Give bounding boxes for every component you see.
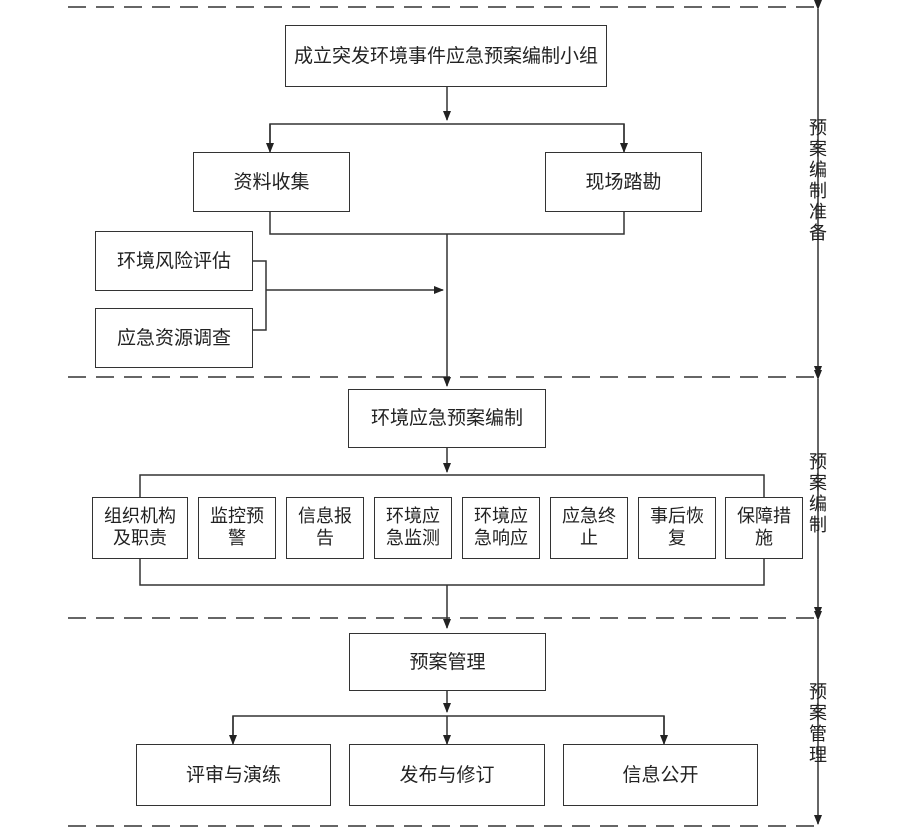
stage2-side-label: 预案编制 bbox=[809, 452, 827, 536]
content-item-line: 复 bbox=[668, 528, 686, 549]
publish-revise-box: 发布与修订 bbox=[349, 744, 545, 806]
content-item: 应急终 止 bbox=[550, 497, 628, 559]
content-item-line: 组织机构 bbox=[104, 506, 176, 528]
review-drill-box: 评审与演练 bbox=[136, 744, 331, 806]
resource-survey-box: 应急资源调查 bbox=[95, 308, 253, 368]
form-team-box: 成立突发环境事件应急预案编制小组 bbox=[285, 25, 607, 87]
content-item-line: 急监测 bbox=[386, 528, 440, 549]
stage1-side-label: 预案编制准备 bbox=[809, 118, 827, 244]
content-item-line: 告 bbox=[316, 528, 334, 549]
content-item-line: 环境应 bbox=[474, 506, 528, 528]
content-item-line: 施 bbox=[755, 528, 773, 549]
content-item-line: 环境应 bbox=[386, 506, 440, 528]
plan-compilation-box: 环境应急预案编制 bbox=[348, 389, 546, 448]
content-item-line: 警 bbox=[228, 528, 246, 549]
content-item-line: 事后恢 bbox=[650, 506, 704, 528]
site-survey-box: 现场踏勘 bbox=[545, 152, 702, 212]
content-item-line: 信息报 bbox=[298, 506, 352, 528]
plan-management-box: 预案管理 bbox=[349, 633, 546, 691]
data-collection-box: 资料收集 bbox=[193, 152, 350, 212]
content-item-line: 监控预 bbox=[210, 506, 264, 528]
stage3-side-label: 预案管理 bbox=[809, 682, 827, 766]
content-item: 事后恢 复 bbox=[638, 497, 716, 559]
content-item-line: 急响应 bbox=[474, 528, 528, 549]
info-disclosure-box: 信息公开 bbox=[563, 744, 758, 806]
content-item-line: 止 bbox=[580, 528, 598, 549]
content-item: 环境应 急监测 bbox=[374, 497, 452, 559]
content-item: 保障措 施 bbox=[725, 497, 803, 559]
content-item: 监控预 警 bbox=[198, 497, 276, 559]
content-item-line: 保障措 bbox=[737, 506, 791, 528]
content-item: 环境应 急响应 bbox=[462, 497, 540, 559]
content-item: 信息报 告 bbox=[286, 497, 364, 559]
content-item-line: 应急终 bbox=[562, 506, 616, 528]
content-item: 组织机构 及职责 bbox=[92, 497, 188, 559]
risk-assessment-box: 环境风险评估 bbox=[95, 231, 253, 291]
content-item-line: 及职责 bbox=[113, 528, 167, 549]
